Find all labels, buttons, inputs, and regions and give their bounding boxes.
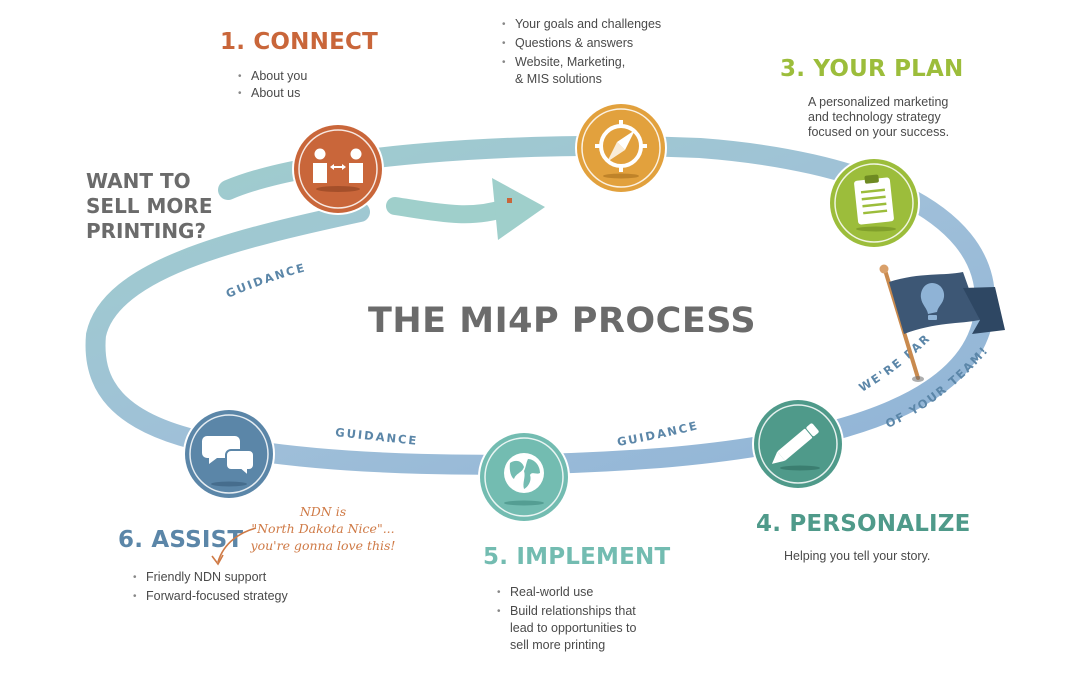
step-2-bullet: Your goals and challenges (502, 16, 661, 33)
note-arrow-icon (211, 527, 257, 566)
step-6-assist-circle (183, 408, 275, 500)
handwritten-note: NDN is "North Dakota Nice"... you're gon… (248, 503, 398, 554)
diagram-title: THE MI4P PROCESS (368, 301, 757, 341)
step-5-heading: 5. IMPLEMENT (483, 544, 671, 570)
step-4-heading: 4. PERSONALIZE (756, 511, 971, 537)
step-1-heading: 1. CONNECT (220, 29, 378, 55)
note-line: you're gonna love this! (250, 538, 396, 553)
note-line: NDN is (299, 504, 347, 519)
step-2-bullet: Website, Marketing, (502, 54, 661, 71)
step-1-connect-circle (292, 123, 384, 215)
guidance-label-2: GUIDANCE (335, 425, 419, 448)
step-5-bullet-continued: sell more printing (510, 638, 606, 652)
step-3-plan-circle (828, 157, 920, 249)
intro-line: SELL MORE (86, 194, 213, 218)
clipboard-icon (854, 174, 894, 225)
globe-icon (504, 453, 544, 493)
step-5-bullets: Real-world use Build relationships that … (497, 584, 636, 654)
step-2-bullets: Your goals and challenges Questions & an… (502, 16, 661, 88)
chat-bubbles-icon (202, 436, 255, 479)
note-line: "North Dakota Nice"... (251, 521, 395, 536)
step-2-bullet-continued: & MIS solutions (515, 72, 602, 86)
step-2-discover-circle (575, 102, 667, 194)
step-1-bullet: About us (238, 85, 307, 102)
step-6-bullet: Forward-focused strategy (133, 588, 288, 605)
step-3-description-line: focused on your success. (808, 125, 950, 139)
intro-question: WANT TO SELL MORE PRINTING? (86, 169, 212, 244)
step-6-heading: 6. ASSIST (118, 527, 244, 553)
step-3-description: A personalized marketing and technology … (808, 95, 949, 140)
step-3-description-line: and technology strategy (808, 110, 941, 124)
loop-arrow-shaft (386, 197, 514, 224)
step-5-bullet: Real-world use (497, 584, 636, 601)
step-3-description-line: A personalized marketing (808, 95, 949, 109)
intro-line: WANT TO (86, 169, 191, 193)
step-2-bullet: Questions & answers (502, 35, 661, 52)
step-1-bullet: About you (238, 68, 307, 85)
step-6-bullet: Friendly NDN support (133, 569, 288, 586)
loop-arrow-mark (507, 198, 512, 203)
guidance-label-1: GUIDANCE (224, 260, 308, 301)
step-4-description: Helping you tell your story. (784, 549, 931, 563)
step-5-bullet: Build relationships that (497, 603, 636, 620)
compass-icon (595, 120, 647, 172)
people-exchange-icon (313, 148, 363, 183)
team-flag-icon (879, 264, 1005, 382)
step-3-heading: 3. YOUR PLAN (780, 56, 964, 82)
guidance-label-3: GUIDANCE (616, 418, 700, 449)
step-5-bullet-continued: lead to opportunities to (510, 621, 637, 635)
intro-line: PRINTING? (86, 219, 207, 243)
step-1-bullets: About you About us (238, 68, 307, 102)
loop-arrow-head (492, 178, 545, 240)
pencil-icon (771, 423, 819, 464)
step-4-personalize-circle (752, 398, 844, 490)
step-5-implement-circle (478, 431, 570, 523)
step-6-bullets: Friendly NDN support Forward-focused str… (133, 569, 288, 605)
